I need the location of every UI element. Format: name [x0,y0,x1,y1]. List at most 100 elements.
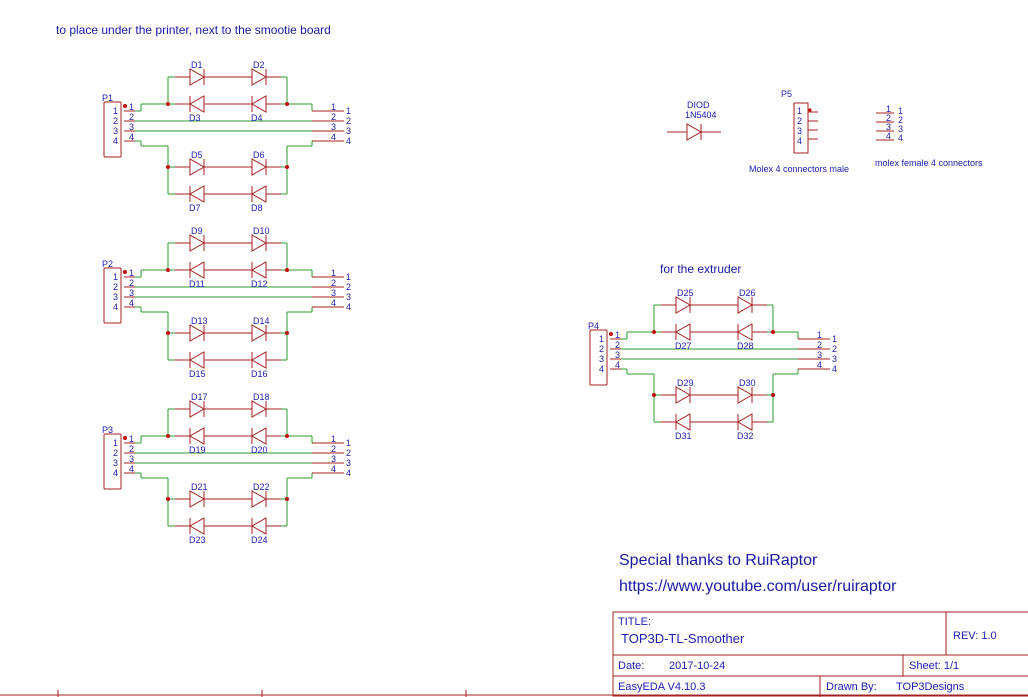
output-pin-number-outer: 1 [346,106,351,116]
male-caption: Molex 4 connectors male [749,164,849,174]
diode-d30 [723,386,767,404]
note-url: https://www.youtube.com/user/ruiraptor [619,578,897,595]
diode-d29 [661,386,705,404]
diode-ref: D21 [191,482,208,492]
junction-dot [166,165,170,169]
output-pin-number: 4 [331,132,336,142]
connector-pin-number: 1 [113,106,118,116]
diode-body [674,413,691,431]
diode-d17 [175,400,219,418]
female-pin-4a: 4 [886,131,891,141]
diode-ref: D14 [253,316,270,326]
junction-dot [771,393,775,397]
output-pin-number: 1 [331,102,336,112]
connector-pin-number-inner: 3 [615,350,620,360]
connector-pin-number-inner: 1 [615,330,620,340]
date-value: 2017-10-24 [669,660,725,672]
output-pin-number-outer: 4 [346,302,351,312]
diode-ref: D22 [253,482,270,492]
title-block: TITLE: TOP3D-TL-Smoother REV: 1.0 Date: … [612,611,1028,697]
female-pin-1a: 1 [886,104,891,114]
connector-pin-number: 4 [113,136,118,146]
output-pin-number-outer: 3 [832,354,837,364]
junction-dot [166,331,170,335]
title-label: TITLE: [618,616,651,628]
diode-d13 [175,324,219,342]
connector-pin-number-inner: 1 [129,102,134,112]
diode-body [251,324,268,342]
output-pin-number-outer: 1 [832,334,837,344]
diode-ref: D26 [739,288,756,298]
female-pin-2a: 2 [886,113,891,123]
diode-ref: D9 [191,226,203,236]
junction-dot [652,393,656,397]
diode-d27 [661,323,705,341]
connector-pin-number-inner: 4 [129,298,134,308]
diode-body [189,68,206,86]
connector-p5-label: P5 [781,89,792,99]
diode-ref: D10 [253,226,270,236]
junction-dot [285,497,289,501]
connector-pin-number-inner: 2 [129,112,134,122]
diode-ref: D5 [191,150,203,160]
diode-ref: D1 [191,60,203,70]
diode-body [251,68,268,86]
diode-body [188,517,205,535]
junction-dot [166,497,170,501]
diode-body [250,351,267,369]
diode-d22 [237,490,281,508]
connector-pin-number-inner: 4 [129,132,134,142]
diode-body [250,261,267,279]
output-pin-number-outer: 1 [346,272,351,282]
diode-legend-part: 1N5404 [685,110,717,120]
connector-pin-number-inner: 2 [615,340,620,350]
diode-body [189,234,206,252]
diode-d8 [237,185,281,203]
diode-ref: D6 [253,150,265,160]
diode-body [189,158,206,176]
diode-d10 [237,234,281,252]
diode-body [250,427,267,445]
note-top: to place under the printer, next to the … [56,23,331,37]
diode-body [737,296,754,314]
p5-pin-3: 3 [797,126,802,136]
diode-ref: D24 [251,535,268,545]
diode-legend-name: DIOD [687,100,710,110]
title-value: TOP3D-TL-Smoother [621,631,745,646]
connector-pin-number-inner: 3 [129,288,134,298]
diode-d18 [237,400,281,418]
connector-pin-number: 3 [113,126,118,136]
diode-ref: D31 [675,431,692,441]
junction-dot [166,268,170,272]
connector-pin-number: 2 [113,282,118,292]
connector-female-legend: 1 2 3 4 1 2 3 4 [876,104,903,143]
junction-dot [609,332,613,336]
diode-body [675,386,692,404]
diode-d15 [175,351,219,369]
diode-body [188,351,205,369]
diode-ref: D23 [189,535,206,545]
diode-ref: D27 [675,341,692,351]
output-pin-number: 1 [331,268,336,278]
diode-ref: D11 [189,279,205,289]
connector-pin-number-inner: 2 [129,278,134,288]
output-pin-number-outer: 1 [346,438,351,448]
output-pin-number: 2 [331,112,336,122]
diode-ref: D20 [251,445,268,455]
diode-body [736,323,753,341]
note-thanks: Special thanks to RuiRaptor [619,552,818,569]
diode-d16 [237,351,281,369]
connector-label: P1 [102,93,113,103]
junction-dot [771,330,775,334]
connector-pin-number: 4 [113,468,118,478]
female-pin-3a: 3 [886,122,891,132]
connector-pin-number: 3 [599,354,604,364]
diode-body [251,234,268,252]
diode-ref: D12 [251,279,268,289]
connector-pin-number-inner: 1 [129,268,134,278]
diode-d31 [661,413,705,431]
output-pin-number-outer: 2 [346,282,351,292]
diode-d6 [237,158,281,176]
